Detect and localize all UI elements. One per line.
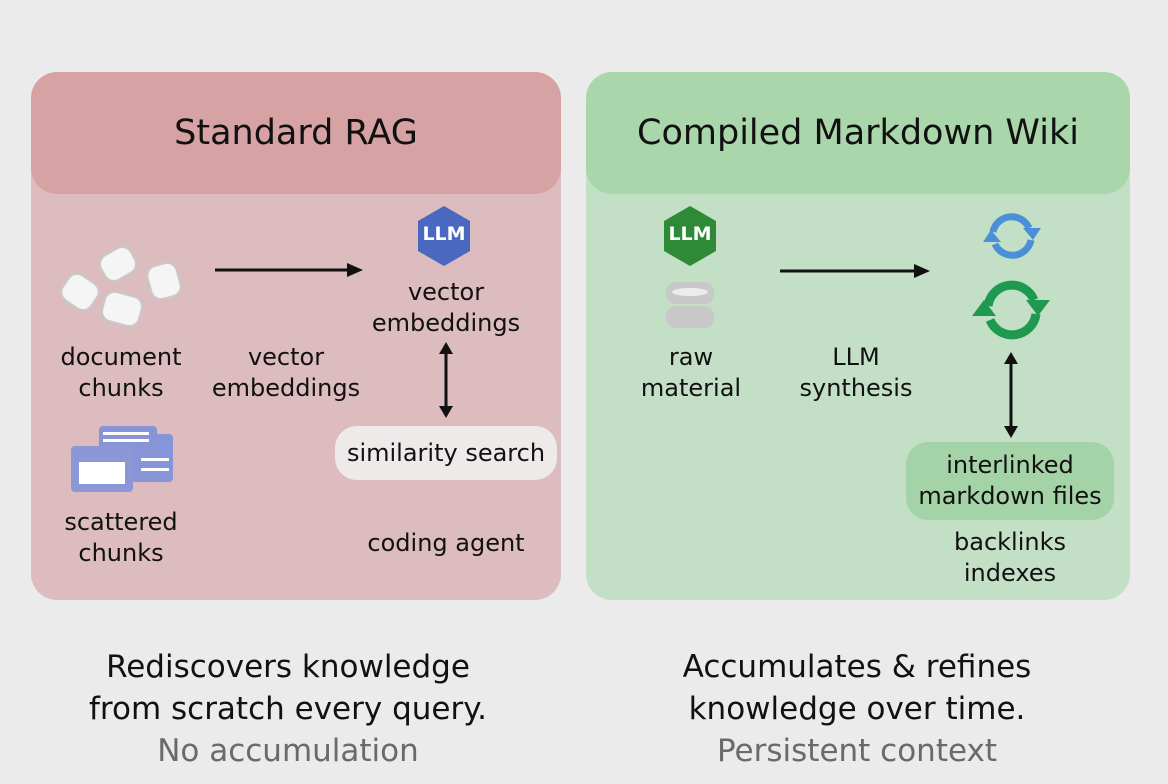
coding-agent-label: coding agent bbox=[367, 529, 525, 557]
bidirectional-arrow-icon bbox=[1004, 352, 1018, 438]
similarity-search-box: similarity search bbox=[335, 426, 557, 480]
sync-icon-blue bbox=[983, 213, 1041, 259]
document-chunks-icon bbox=[60, 246, 182, 328]
bidirectional-arrow-icon bbox=[439, 342, 453, 418]
panel-title: Standard RAG bbox=[31, 72, 561, 194]
database-icon bbox=[666, 282, 714, 328]
right-arrow-icon bbox=[780, 264, 930, 278]
left-subcaption: No accumulation bbox=[157, 733, 419, 769]
scattered-chunks-icon bbox=[71, 426, 173, 492]
llm-icon: LLM bbox=[415, 204, 473, 268]
sync-icon-green bbox=[972, 280, 1050, 340]
right-arrow-icon bbox=[215, 263, 363, 277]
right-subcaption: Persistent context bbox=[716, 733, 998, 769]
panel-title: Compiled Markdown Wiki bbox=[586, 72, 1130, 194]
llm-icon: LLM bbox=[661, 204, 719, 268]
